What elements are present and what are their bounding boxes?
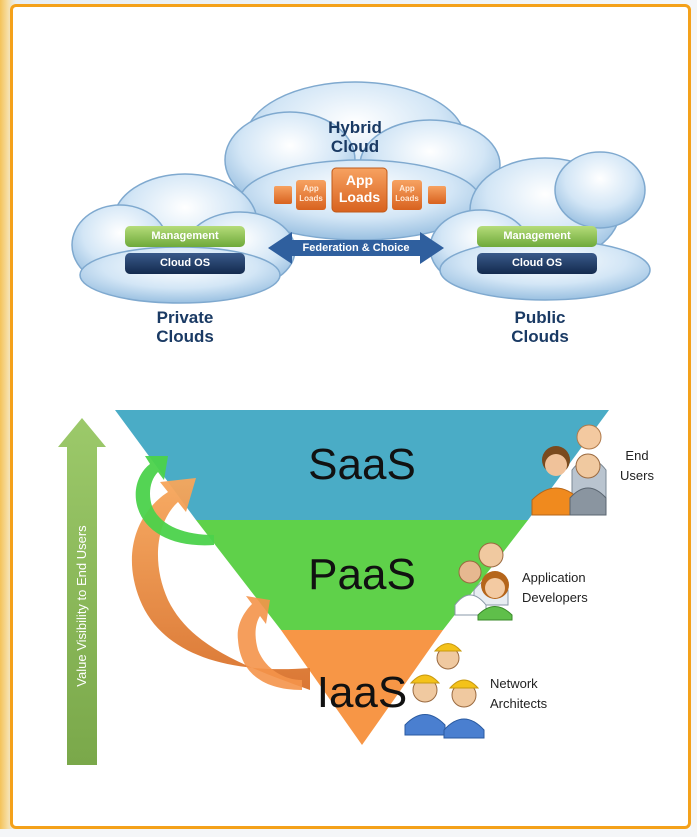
public-clouds-line2: Clouds [511,327,569,346]
hybrid-label-line2: Cloud [330,137,380,156]
app-loads-small-left-label: App Loads [296,184,326,204]
orange-curve-arrow-large [131,478,310,690]
app-loads-small-left-line2: Loads [299,194,323,203]
public-clouds-line1: Public [514,308,566,327]
app-load-main [331,167,388,213]
application-developers-label: Application Developers [522,568,588,608]
app-load-tile [274,186,292,204]
app-loads-small-right-line2: Loads [395,194,419,203]
page-bottom-strip [0,829,697,837]
app-load-tile [428,186,446,204]
paas-layer [196,520,528,630]
end-users-line2: Users [620,468,654,483]
end-users-line1: End [625,448,649,463]
end-users-label: End Users [615,446,659,486]
private-cloud-os-label: Cloud OS [159,257,211,269]
hybrid-cloud-label: Hybrid Cloud [300,118,410,156]
value-visibility-label: Value Visibility to End Users [74,525,89,687]
public-cloud-os-label: Cloud OS [511,257,563,269]
private-clouds-line1: Private [156,308,214,327]
app-loads-main-label: App Loads [332,172,387,206]
private-cloud-os-bar [125,253,245,274]
end-users-icon [531,424,607,516]
network-architects-label: Network Architects [490,674,547,714]
app-load-small-left [296,180,326,210]
saas-layer [115,410,609,520]
hybrid-label-line1: Hybrid [328,118,382,137]
public-cloud-os-bar [477,253,597,274]
app-loads-main-line2: Loads [338,189,381,205]
public-management-bar [477,226,597,247]
net-arch-line1: Network [490,676,538,691]
orange-curve-arrow-small [237,596,302,690]
federation-label: Federation & Choice [302,242,410,254]
iaas-label: IaaS [316,668,408,717]
iaas-layer [281,630,443,745]
app-dev-line1: Application [522,570,586,585]
paas-label: PaaS [308,550,416,599]
value-visibility-arrow [58,418,106,765]
app-loads-small-left-line1: App [303,184,319,193]
app-loads-small-right-label: App Loads [392,184,422,204]
private-clouds-line2: Clouds [156,327,214,346]
federation-arrow [268,232,444,264]
private-management-bar [125,226,245,247]
app-loads-small-right-line1: App [399,184,415,193]
public-management-label: Management [503,230,571,242]
app-loads-main-line1: App [345,172,374,188]
app-load-small-right [392,180,422,210]
application-developers-icon [454,542,513,621]
saas-label: SaaS [308,440,416,489]
private-clouds-label: Private Clouds [125,308,245,346]
private-management-label: Management [151,230,219,242]
app-dev-line2: Developers [522,590,588,605]
green-curve-arrow [135,456,214,546]
network-architects-icon [404,643,485,739]
net-arch-line2: Architects [490,696,548,711]
public-clouds-label: Public Clouds [480,308,600,346]
